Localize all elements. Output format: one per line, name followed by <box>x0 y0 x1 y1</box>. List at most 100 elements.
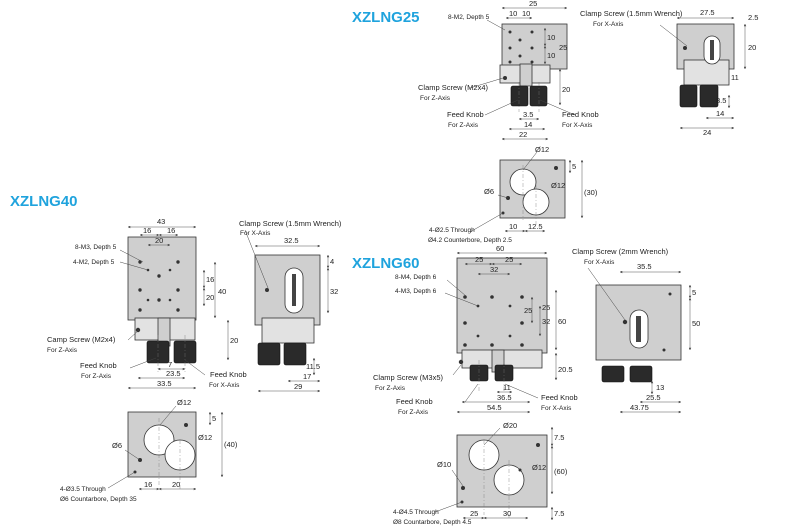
xzlng25-title: XZLNG25 <box>352 9 420 26</box>
xzlng25-knob-x-axis: For X-Axis <box>562 122 593 129</box>
xzlng25-holes-note: 8-M2, Depth 5 <box>448 14 490 21</box>
xzlng60-dim-43-75: 43.75 <box>630 403 649 412</box>
xzlng25-bottom-d12a: Ø12 <box>535 145 549 154</box>
xzlng40-knob-z-label: Feed Knob <box>80 361 117 370</box>
xzlng40-dim-29: 29 <box>294 382 302 391</box>
xzlng60-clamp-x-label: Clamp Screw (2mm Wrench) <box>572 247 669 256</box>
xzlng60-clamp-z-label: Clamp Screw (M3x5) <box>373 373 444 382</box>
xzlng40-dim-s20b: 20 <box>230 336 238 345</box>
xzlng25-bottom-view <box>469 151 584 233</box>
xzlng60-bottom-7-5a: 7.5 <box>554 433 564 442</box>
xzlng40-dim-4: 4 <box>330 257 334 266</box>
xzlng25-dim-side-10a: 10 <box>547 33 555 42</box>
xzlng40-dim-16a: 16 <box>143 226 151 235</box>
xzlng40-dim-32: 32 <box>330 287 338 296</box>
xzlng40-bottom-16: 16 <box>144 480 152 489</box>
xzlng40-bottom-d12b: Ø12 <box>198 433 212 442</box>
xzlng25-dim-r20: 20 <box>748 43 756 52</box>
xzlng40-knob-z-axis: For Z-Axis <box>81 373 112 380</box>
xzlng40-bottom-40: (40) <box>224 440 238 449</box>
xzlng40-title: XZLNG40 <box>10 193 78 210</box>
xzlng40-dim-43: 43 <box>157 217 165 226</box>
xzlng25-dim-side-25: 25 <box>559 43 567 52</box>
xzlng60-dim-25b: 25 <box>505 255 513 264</box>
xzlng25-dim-11: 11 <box>731 73 739 82</box>
xzlng60-dim-20-5: 20.5 <box>558 365 573 374</box>
xzlng40-clamp-x-label: Clamp Screw (1.5mm Wrench) <box>239 219 342 228</box>
xzlng60-bottom-60: (60) <box>554 467 568 476</box>
xzlng60-knob-z-label: Feed Knob <box>396 397 433 406</box>
xzlng60-holes-note-2: 4-M3, Depth 6 <box>395 288 437 295</box>
xzlng25-dim-10a: 10 <box>509 9 517 18</box>
xzlng60-bottom-d12: Ø12 <box>532 463 546 472</box>
xzlng60-side-view <box>587 267 692 414</box>
xzlng25-bottom-d6: Ø6 <box>484 187 494 196</box>
xzlng25-side-view <box>659 16 747 130</box>
xzlng60-dim-60: 60 <box>496 244 504 253</box>
xzlng60-dim-s32: 32 <box>542 317 550 326</box>
xzlng60-dim-32: 32 <box>490 265 498 274</box>
xzlng60-title: XZLNG60 <box>352 255 420 272</box>
xzlng60-bottom-d10: Ø10 <box>437 460 451 469</box>
xzlng40-front-view <box>119 225 230 390</box>
xzlng25-dim-side-10b: 10 <box>547 51 555 60</box>
xzlng60-bottom-note-1: 4-Ø4.5 Through <box>393 509 439 516</box>
xzlng60-dim-11: 11 <box>503 383 511 392</box>
xzlng25-dim-22: 22 <box>519 130 527 139</box>
xzlng40-dim-20: 20 <box>155 236 163 245</box>
xzlng60-bottom-25: 25 <box>470 509 478 518</box>
xzlng60-dim-s25: 25 <box>524 306 532 315</box>
xzlng40-bottom-d6: Ø6 <box>112 441 122 450</box>
xzlng25-dim-r14: 14 <box>716 109 724 118</box>
xzlng60-bottom-30: 30 <box>503 509 511 518</box>
xzlng25-bottom-12-5: 12.5 <box>528 222 543 231</box>
xzlng40-holes-note-2: 4-M2, Depth 5 <box>73 259 115 266</box>
xzlng60-bottom-d20: Ø20 <box>503 421 517 430</box>
xzlng40-dim-23-5: 23.5 <box>166 369 181 378</box>
xzlng40-side-view <box>244 229 330 393</box>
xzlng25-clamp-z-label: Clamp Screw (M2x4) <box>418 83 489 92</box>
xzlng40-bottom-note-1: 4-Ø3.5 Through <box>60 486 106 493</box>
xzlng40-clamp-z-axis: For Z-Axis <box>47 347 78 354</box>
xzlng25-bottom-d12b: Ø12 <box>551 181 565 190</box>
xzlng40-dim-33-5: 33.5 <box>157 379 172 388</box>
xzlng60-dim-54-5: 54.5 <box>487 403 502 412</box>
xzlng60-holes-note-1: 8-M4, Depth 6 <box>395 274 437 281</box>
xzlng40-dim-s16: 16 <box>206 275 214 284</box>
xzlng60-knob-x-label: Feed Knob <box>541 393 578 402</box>
xzlng60-dim-50: 50 <box>692 319 700 328</box>
xzlng60-dim-25-5: 25.5 <box>646 393 661 402</box>
xzlng60-dim-13: 13 <box>656 383 664 392</box>
xzlng25-dim-20: 20 <box>562 85 570 94</box>
xzlng25-bottom-note-2: Ø4.2 Counterbore, Depth 2.5 <box>428 237 512 244</box>
xzlng25-dim-14: 14 <box>524 120 532 129</box>
xzlng40-clamp-z-label: Camp Screw (M2x4) <box>47 335 116 344</box>
xzlng60-clamp-x-axis: For X-Axis <box>584 259 615 266</box>
xzlng25-knob-z-label: Feed Knob <box>447 110 484 119</box>
xzlng40-knob-x-label: Feed Knob <box>210 370 247 379</box>
xzlng40-dim-s20: 20 <box>206 293 214 302</box>
xzlng25-bottom-10: 10 <box>509 222 517 231</box>
xzlng60-dim-5: 5 <box>692 288 696 297</box>
xzlng25-front-view <box>469 6 576 141</box>
xzlng40-dim-7: 7 <box>168 360 172 369</box>
xzlng25-dim-27-5: 27.5 <box>700 8 715 17</box>
xzlng25-dim-3-5: 3.5 <box>523 110 533 119</box>
xzlng60-bottom-7-5b: 7.5 <box>554 509 564 518</box>
xzlng60-dim-25a: 25 <box>475 255 483 264</box>
xzlng25-clamp-x-axis: For X-Axis <box>593 21 624 28</box>
xzlng25-dim-10b: 10 <box>522 9 530 18</box>
xzlng60-clamp-z-axis: For Z-Axis <box>375 385 406 392</box>
xzlng40-bottom-5: 5 <box>212 414 216 423</box>
xzlng40-bottom-note-2: Ø6 Countarbore, Depth 35 <box>60 496 137 503</box>
xzlng40-clamp-x-axis: For X-Axis <box>240 230 271 237</box>
xzlng60-dim-36-5: 36.5 <box>497 393 512 402</box>
xzlng40-dim-11-5: 11.5 <box>306 362 320 371</box>
xzlng25-dim-2-5: 2.5 <box>748 13 758 22</box>
xzlng25-bottom-30: (30) <box>584 188 598 197</box>
xzlng25-clamp-x-label: Clamp Screw (1.5mm Wrench) <box>580 9 683 18</box>
xzlng60-knob-x-axis: For X-Axis <box>541 405 572 412</box>
xzlng60-front-view <box>444 251 558 414</box>
xzlng25-knob-x-label: Feed Knob <box>562 110 599 119</box>
